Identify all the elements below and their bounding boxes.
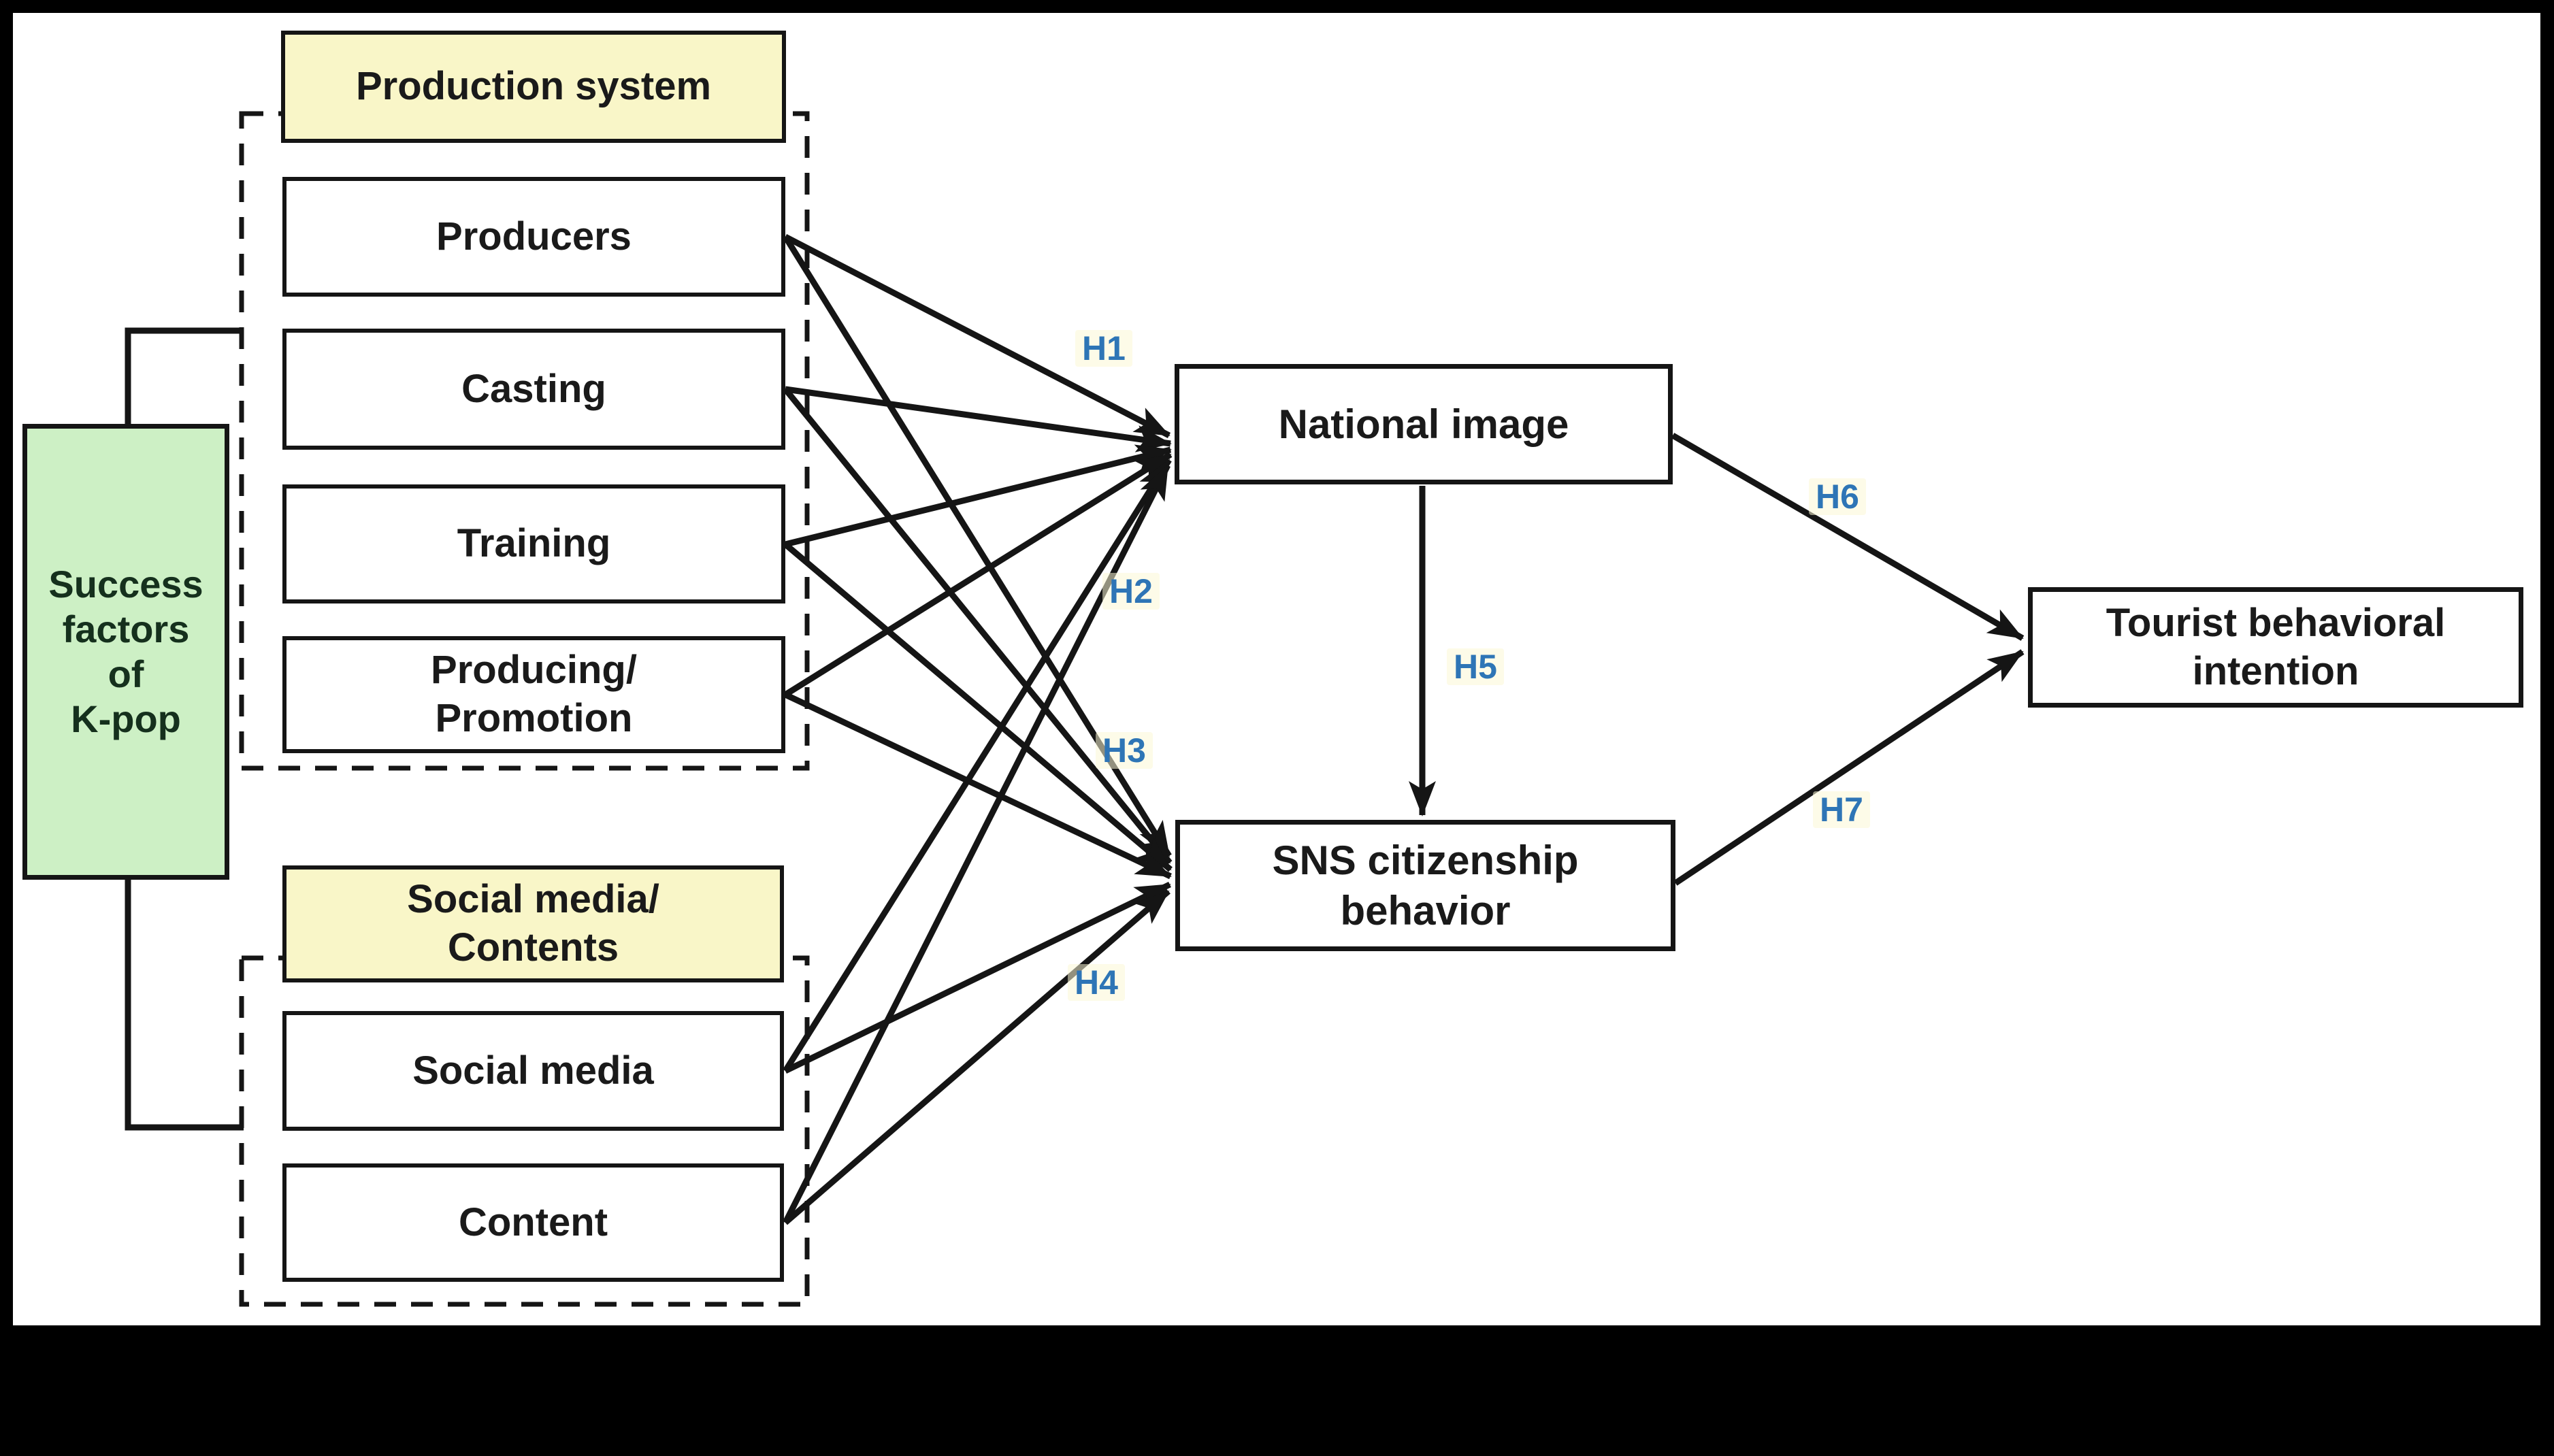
sns-citizenship-line: behavior xyxy=(1340,887,1511,933)
content-box: Content xyxy=(282,1163,784,1282)
arrow-sns-tourist-h7 xyxy=(1673,649,2025,886)
production-system-group-outline xyxy=(239,111,810,771)
hypothesis-label-h1: H1 xyxy=(1075,330,1132,367)
arrow-national-image-tourist-h6 xyxy=(1671,433,2025,641)
success-factors-box: Success factors of K-pop xyxy=(22,424,229,880)
hypothesis-label-h7: H7 xyxy=(1813,791,1870,828)
social-media-contents-group-outline xyxy=(239,955,810,1307)
national-image-box: National image xyxy=(1175,364,1673,484)
hypothesis-label-h2: H2 xyxy=(1102,573,1160,610)
producing-promotion-line: Promotion xyxy=(435,696,633,740)
producing-promotion-box: Producing/ Promotion xyxy=(282,636,785,753)
arrow-producers-national-image xyxy=(783,234,1171,438)
casting-label: Casting xyxy=(461,366,606,411)
tourist-intention-line: Tourist behavioral xyxy=(2106,600,2446,645)
producing-promotion-line: Producing/ xyxy=(431,648,637,693)
hypothesis-label-h5: H5 xyxy=(1447,648,1504,685)
arrow-training-national-image xyxy=(784,444,1172,548)
social-media-contents-header-box: Social media/ Contents xyxy=(282,865,784,982)
sns-citizenship-behavior-box: SNS citizenship behavior xyxy=(1175,820,1675,951)
success-factors-line: factors xyxy=(62,607,190,650)
tourist-intention-line: intention xyxy=(2192,648,2359,693)
arrow-producing-promotion-national-image xyxy=(783,452,1173,697)
arrow-training-sns xyxy=(783,542,1173,872)
national-image-label: National image xyxy=(1278,401,1569,447)
training-label: Training xyxy=(457,521,611,566)
social-media-contents-line: Contents xyxy=(447,925,619,970)
success-factors-line: of xyxy=(108,652,144,695)
social-media-contents-line: Social media/ xyxy=(407,877,659,922)
arrow-social-media-national-image xyxy=(783,458,1172,1073)
hypothesis-label-h4: H4 xyxy=(1068,964,1125,1001)
training-box: Training xyxy=(282,484,785,603)
hypothesis-label-h6: H6 xyxy=(1809,478,1866,515)
production-system-label: Production system xyxy=(355,64,712,109)
success-factors-line: Success xyxy=(48,562,203,606)
arrow-casting-national-image xyxy=(785,386,1172,452)
casting-box: Casting xyxy=(282,329,785,450)
arrow-content-sns xyxy=(783,889,1170,1225)
producers-label: Producers xyxy=(436,214,632,259)
social-media-box: Social media xyxy=(282,1011,784,1131)
tourist-behavioral-intention-box: Tourist behavioral intention xyxy=(2028,587,2523,708)
arrow-casting-sns xyxy=(783,387,1173,865)
content-label: Content xyxy=(458,1199,608,1244)
arrow-social-media-sns xyxy=(784,881,1171,1074)
producers-box: Producers xyxy=(282,177,785,297)
production-system-header-box: Production system xyxy=(281,31,786,143)
hypothesis-label-h3: H3 xyxy=(1096,732,1153,769)
social-media-label: Social media xyxy=(412,1048,654,1093)
success-factors-line: K-pop xyxy=(71,697,181,741)
arrow-producing-promotion-sns xyxy=(784,691,1172,880)
sns-citizenship-line: SNS citizenship xyxy=(1272,838,1579,884)
